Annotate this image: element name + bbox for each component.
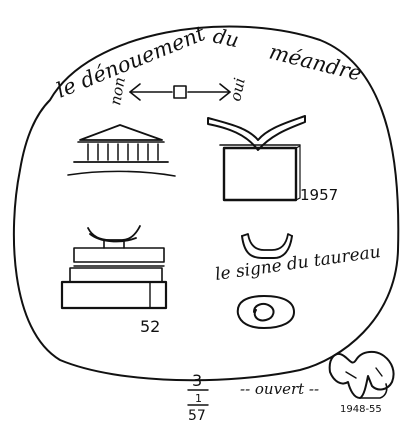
open-label: -- ouvert -- — [240, 380, 319, 398]
hand-years: 1948-55 — [340, 404, 382, 415]
open-hand-icon — [330, 352, 394, 398]
meander-loop-icon — [130, 84, 230, 100]
year-52: 52 — [140, 317, 160, 336]
fraction-bottom: 57 — [188, 408, 206, 424]
fraction-top: 3 — [192, 371, 202, 390]
stacked-blocks-icon — [62, 226, 166, 308]
spiral-eye-icon — [238, 296, 294, 328]
axis-label-non: non — [106, 76, 129, 107]
title-word-meandre: méandre — [267, 40, 364, 86]
fraction-mid: 1 — [195, 392, 202, 405]
temple-icon — [68, 125, 175, 176]
title-word-du: du — [211, 23, 241, 52]
open-box-icon — [208, 116, 305, 200]
axis-label-oui: oui — [226, 76, 249, 103]
bull-sign-label: le signe du taureau — [214, 242, 382, 285]
year-1957: 1957 — [300, 186, 338, 204]
